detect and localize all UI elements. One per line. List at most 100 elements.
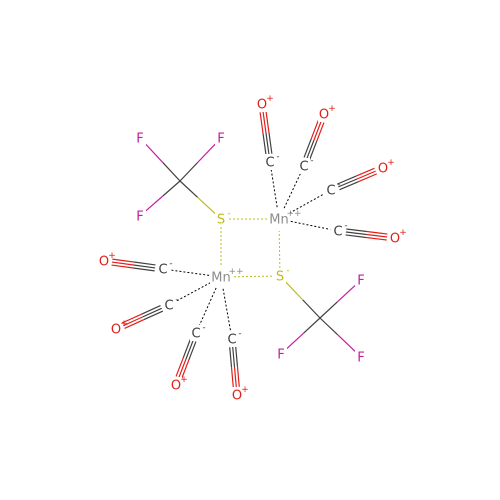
bond-line <box>188 341 197 361</box>
atom-symbol: C <box>227 333 236 348</box>
atom-o3: O+ <box>377 158 395 177</box>
atom-symbol: C <box>265 156 274 171</box>
atom-c6: C- <box>163 295 179 314</box>
atom-label-background <box>355 272 367 288</box>
bond-c5-o5 <box>111 258 156 272</box>
atom-charge: - <box>227 209 230 219</box>
bond-line <box>123 316 143 327</box>
bond-line <box>197 196 216 215</box>
atom-label-background <box>98 253 110 269</box>
atom-charge: - <box>169 259 172 269</box>
bond-line <box>179 180 198 198</box>
bond-c7-o7 <box>175 339 197 379</box>
atom-s2: S- <box>274 266 290 285</box>
atom-charge: + <box>241 385 249 395</box>
atom-label-background <box>264 154 276 170</box>
atom-charge: - <box>286 266 289 276</box>
bond-line <box>268 132 273 154</box>
atom-label-background <box>274 268 286 284</box>
bond-line <box>290 220 331 230</box>
bond-line <box>175 357 184 377</box>
atom-label-background <box>231 387 243 403</box>
atom-symbol: S <box>217 213 225 228</box>
atom-charge: - <box>175 295 178 305</box>
bond-cf2-f4 <box>319 284 356 319</box>
atom-o6: O+ <box>110 319 128 338</box>
bond-line <box>111 264 134 269</box>
atom-f5: F <box>275 346 287 363</box>
atom-c7: C- <box>190 323 206 342</box>
bond-line <box>232 346 236 368</box>
atom-symbol: F <box>136 132 143 147</box>
bond-line <box>133 261 156 266</box>
bond-line <box>366 230 388 235</box>
bond-line <box>319 301 338 319</box>
bond-mn2-c7 <box>198 287 217 326</box>
bond-line <box>262 111 267 134</box>
atom-charge: + <box>399 228 407 238</box>
bond-line <box>319 317 339 336</box>
atom-symbol: O <box>232 389 242 404</box>
atom-charge: + <box>108 251 116 261</box>
atom-symbol: C <box>164 299 173 314</box>
bond-line <box>337 284 356 303</box>
bond-mn1-c3 <box>289 193 325 214</box>
bond-line <box>175 282 211 302</box>
bond-line <box>162 162 181 182</box>
bond-line <box>170 269 210 276</box>
atom-symbol: O <box>257 98 267 113</box>
bond-c1-o1 <box>259 111 273 155</box>
bond-line <box>179 161 199 182</box>
bond-line <box>181 359 190 379</box>
atom-label-background <box>163 297 175 313</box>
bond-line <box>185 340 194 360</box>
bond-line <box>145 143 164 163</box>
atom-f2: F <box>215 130 227 147</box>
bond-line <box>197 143 216 163</box>
atom-charge: - <box>238 329 241 339</box>
bond-line <box>346 228 367 233</box>
bond-line <box>233 366 237 388</box>
bond-c2-o2 <box>303 120 325 160</box>
atom-label-background <box>157 261 169 277</box>
bond-line <box>366 236 387 241</box>
bond-line <box>356 170 376 180</box>
bond-line <box>229 347 233 368</box>
bond-line <box>124 319 144 329</box>
bond-line <box>222 288 232 332</box>
bond-line <box>265 132 270 155</box>
bond-c4-o4 <box>345 228 388 241</box>
bond-line <box>366 233 388 238</box>
atom-label-background <box>377 160 389 176</box>
atom-symbol: F <box>277 348 284 363</box>
atom-c4: C- <box>332 221 348 240</box>
bond-c6-o6 <box>121 305 164 329</box>
atom-o7: O+ <box>170 375 188 394</box>
atom-label-background <box>215 211 227 227</box>
atom-label-background <box>215 130 227 146</box>
atom-symbol: C <box>191 327 200 342</box>
atom-mn1: Mn++ <box>268 209 302 228</box>
atom-symbol: C <box>299 160 308 175</box>
bond-line <box>145 195 164 212</box>
atom-label-background <box>134 130 146 146</box>
bond-line <box>230 367 234 388</box>
bond-line <box>198 287 217 326</box>
bond-mn2-c6 <box>175 282 211 302</box>
bond-line <box>338 178 358 188</box>
bond-line <box>283 173 302 209</box>
atom-charge: + <box>180 375 188 385</box>
atom-mn2: Mn++ <box>210 267 244 286</box>
atom-charge: - <box>276 152 279 162</box>
atom-c5: C- <box>157 259 173 278</box>
bond-line <box>182 339 191 359</box>
atom-charge: ++ <box>286 209 301 219</box>
bond-cf1-f2 <box>179 143 216 182</box>
atom-s1: S- <box>215 209 231 228</box>
atom-charge: ++ <box>228 267 243 277</box>
atom-symbol: O <box>319 108 329 123</box>
atom-label-background <box>355 349 367 365</box>
bond-c3-o3 <box>336 167 378 191</box>
bond-line <box>313 121 322 141</box>
